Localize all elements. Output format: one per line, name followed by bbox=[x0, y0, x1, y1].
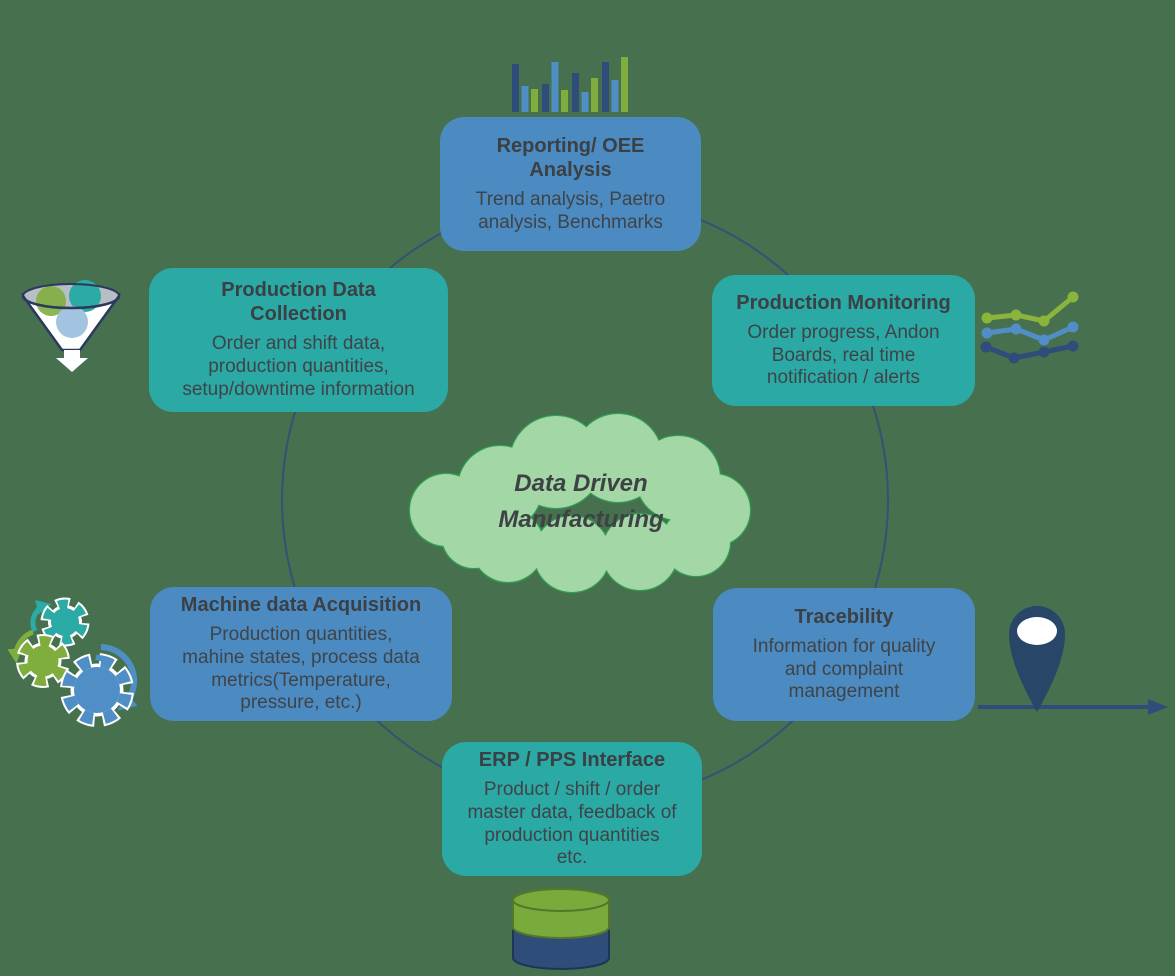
center-cloud-label: Data Driven Manufacturing bbox=[498, 470, 664, 533]
cloud-shape bbox=[408, 412, 752, 594]
node-erp-pps-interface: ERP / PPS Interface Product / shift / or… bbox=[442, 742, 702, 876]
bar-chart-icon bbox=[512, 57, 628, 112]
node-body: Product / shift / order master data, fee… bbox=[467, 778, 677, 869]
map-pin-icon bbox=[978, 606, 1168, 715]
node-title: Reporting/ OEE Analysis bbox=[496, 134, 645, 181]
database-icon bbox=[512, 888, 610, 970]
node-title: ERP / PPS Interface bbox=[478, 748, 666, 771]
node-title: Machine data Acquisition bbox=[180, 593, 422, 616]
node-body: Production quantities, mahine states, pr… bbox=[182, 623, 420, 714]
node-production-monitoring: Production Monitoring Order progress, An… bbox=[712, 275, 975, 406]
node-production-data-collection: Production Data Collection Order and shi… bbox=[149, 268, 448, 412]
node-body: Order and shift data, production quantit… bbox=[182, 333, 415, 400]
node-machine-data-acquisition: Machine data Acquisition Production quan… bbox=[150, 587, 452, 721]
node-tracebility: Tracebility Information for quality and … bbox=[713, 588, 975, 721]
node-title: Production Data Collection bbox=[221, 279, 376, 326]
node-title: Production Monitoring bbox=[736, 291, 951, 314]
funnel-icon bbox=[21, 280, 121, 372]
line-chart-icon bbox=[980, 291, 1079, 364]
node-body: Information for quality and complaint ma… bbox=[752, 635, 936, 703]
gears-icon bbox=[7, 597, 138, 727]
node-body: Trend analysis, Paetro analysis, Benchma… bbox=[475, 188, 666, 233]
node-body: Order progress, Andon Boards, real time … bbox=[747, 321, 940, 389]
node-title: Tracebility bbox=[794, 605, 894, 628]
node-reporting-oee: Reporting/ OEE Analysis Trend analysis, … bbox=[440, 117, 701, 251]
